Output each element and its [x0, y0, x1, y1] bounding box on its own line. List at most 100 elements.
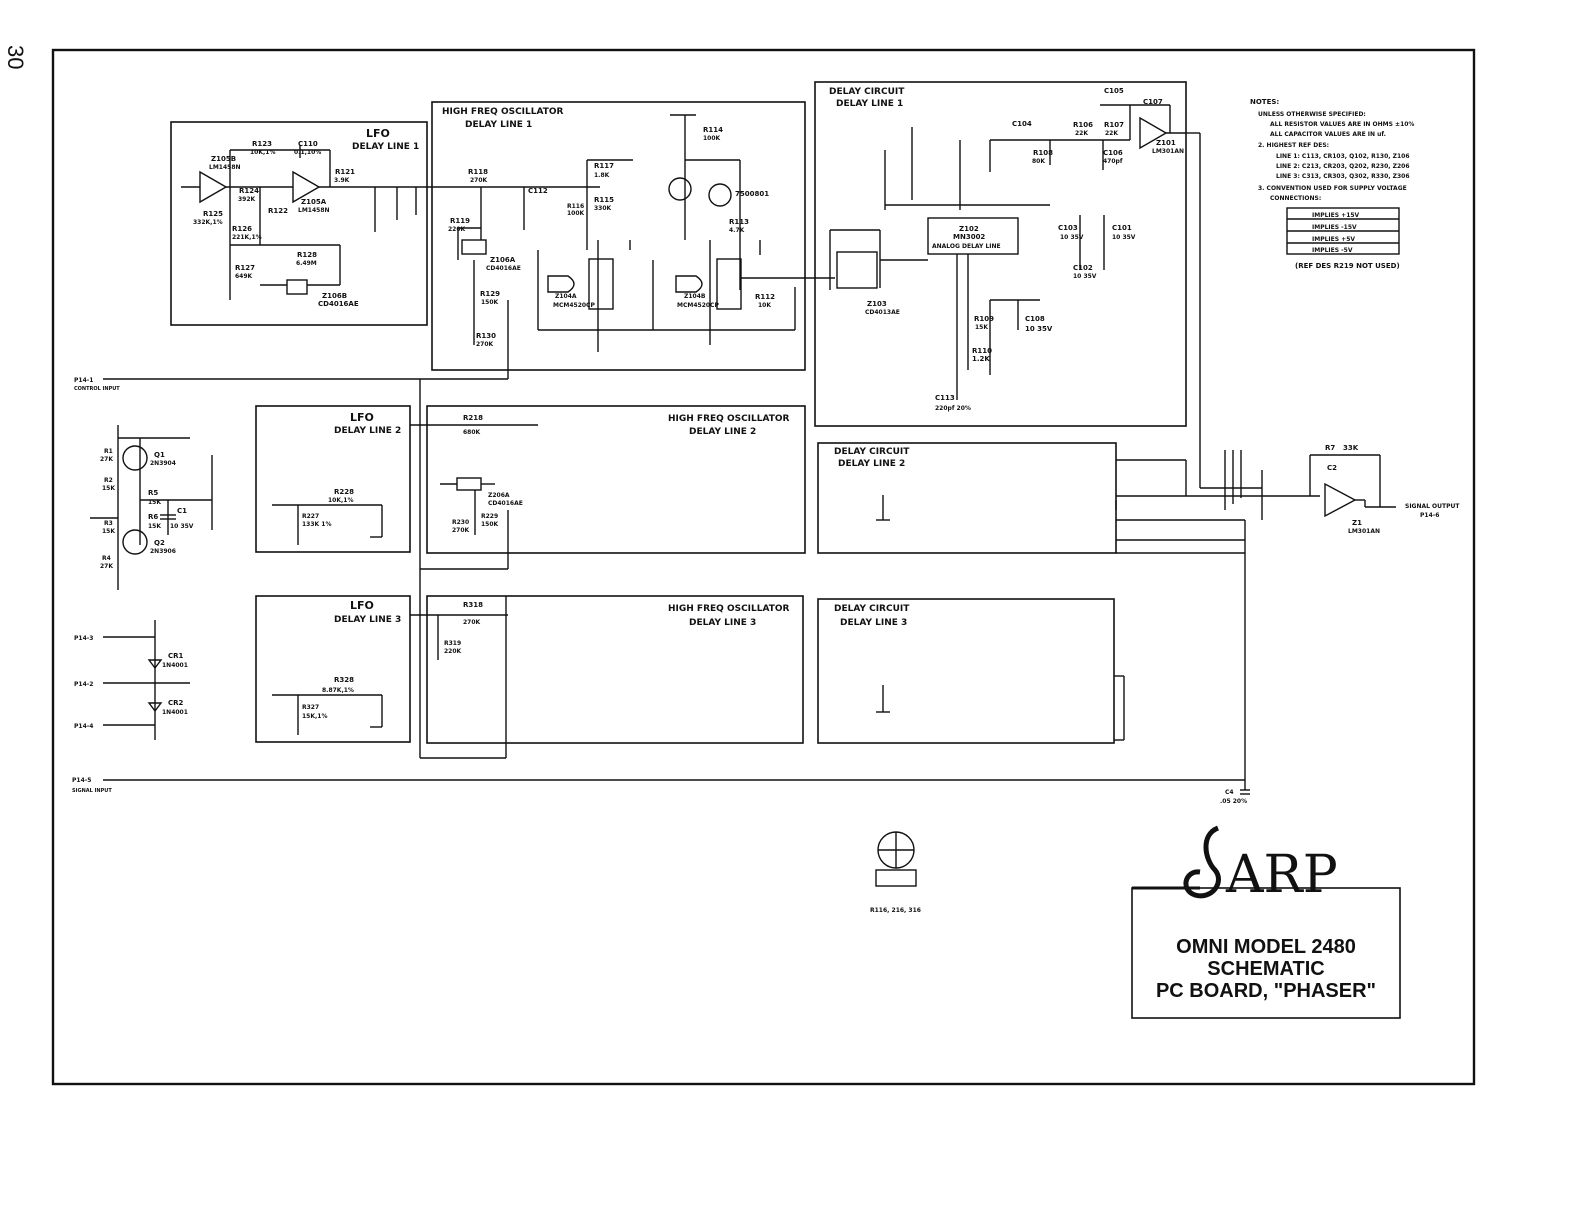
lfo3-block: LFO DELAY LINE 3 — [255, 595, 411, 743]
svg-text:R127: R127 — [235, 264, 255, 272]
dc1-block: DELAY CIRCUIT DELAY LINE 1 — [814, 81, 1187, 427]
svg-text:SIGNAL INPUT: SIGNAL INPUT — [72, 788, 112, 794]
svg-text:R117: R117 — [594, 162, 614, 170]
svg-text:1N4001: 1N4001 — [162, 709, 188, 716]
z104b-chip — [716, 258, 742, 310]
svg-text:10 35V: 10 35V — [1025, 325, 1053, 333]
svg-text:R113: R113 — [729, 218, 749, 226]
svg-text:R118: R118 — [468, 168, 488, 176]
svg-text:100K: 100K — [703, 135, 721, 142]
svg-text:ALL RESISTOR VALUES ARE IN OHM: ALL RESISTOR VALUES ARE IN OHMS ±10% — [1270, 121, 1414, 128]
hfo3-subtitle: DELAY LINE 3 — [689, 618, 756, 628]
svg-text:R128: R128 — [297, 251, 317, 259]
lfo2-block: LFO DELAY LINE 2 — [255, 405, 411, 553]
svg-text:270K: 270K — [470, 177, 488, 184]
title-line-3: PC BOARD, "PHASER" — [1156, 980, 1376, 1002]
svg-text:2. HIGHEST REF DES:: 2. HIGHEST REF DES: — [1258, 142, 1329, 149]
lfo1-subtitle: DELAY LINE 1 — [352, 142, 419, 152]
svg-text:LM301AN: LM301AN — [1348, 528, 1380, 535]
hfo3-block: HIGH FREQ OSCILLATOR DELAY LINE 3 — [426, 595, 804, 744]
notes-heading: NOTES: — [1250, 98, 1279, 106]
svg-text:15K: 15K — [102, 485, 115, 492]
svg-text:22K: 22K — [1075, 130, 1088, 137]
svg-text:Z206A: Z206A — [488, 492, 510, 499]
svg-text:Z103: Z103 — [867, 300, 887, 308]
svg-text:27K: 27K — [100, 456, 113, 463]
svg-text:C108: C108 — [1025, 315, 1045, 323]
svg-text:R116, 216, 316: R116, 216, 316 — [870, 907, 921, 914]
hfo1-block: HIGH FREQ OSCILLATOR DELAY LINE 1 — [431, 101, 806, 371]
z101-opamp — [1139, 116, 1168, 150]
svg-text:270K: 270K — [463, 619, 481, 626]
svg-text:C110: C110 — [298, 140, 318, 148]
svg-text:C106: C106 — [1103, 149, 1123, 157]
svg-text:R115: R115 — [594, 196, 614, 204]
svg-text:R126: R126 — [232, 225, 252, 233]
svg-text:22K: 22K — [1105, 130, 1118, 137]
svg-text:1.8K: 1.8K — [594, 172, 610, 179]
svg-text:CD4016AE: CD4016AE — [488, 500, 523, 507]
svg-text:2N3906: 2N3906 — [150, 548, 176, 555]
svg-text:2N3904: 2N3904 — [150, 460, 176, 467]
svg-text:R328: R328 — [334, 676, 354, 684]
svg-text:Z105B: Z105B — [211, 155, 236, 163]
svg-text:330K: 330K — [594, 205, 612, 212]
svg-text:R116: R116 — [567, 203, 584, 210]
dc2-title: DELAY CIRCUIT — [834, 447, 910, 457]
notes-section: NOTES: UNLESS OTHERWISE SPECIFIED: ALL R… — [1250, 98, 1414, 270]
dc3-block: DELAY CIRCUIT DELAY LINE 3 — [817, 598, 1115, 744]
svg-text:R3: R3 — [104, 520, 113, 527]
svg-text:R129: R129 — [480, 290, 500, 298]
svg-text:Z101: Z101 — [1156, 139, 1176, 147]
page-number: 30 — [3, 45, 28, 69]
svg-text:15K: 15K — [148, 499, 161, 506]
svg-text:C1: C1 — [177, 507, 187, 515]
svg-text:CR1: CR1 — [168, 652, 184, 660]
port-p14-2: P14-2 — [74, 681, 93, 688]
title-block: ARP OMNI MODEL 2480 SCHEMATIC PC BOARD, … — [1131, 825, 1401, 1019]
svg-text:15K,1%: 15K,1% — [302, 713, 327, 720]
port-p14-5: P14-5 — [72, 777, 91, 784]
svg-text:221K,1%: 221K,1% — [232, 234, 262, 241]
bus-wiring — [103, 132, 1396, 790]
lfo1-circuit: R123 10K,1% C110 0.1,10% Z105B LM1458N R… — [181, 140, 425, 308]
lfo2-subtitle: DELAY LINE 2 — [334, 426, 401, 436]
svg-text:10K: 10K — [758, 302, 771, 309]
svg-text:10 35V: 10 35V — [170, 523, 194, 530]
svg-text:R230: R230 — [452, 519, 469, 526]
svg-text:27K: 27K — [100, 563, 113, 570]
svg-text:CD4013AE: CD4013AE — [865, 309, 900, 316]
hfo1-circuit: R118 270K R119 220K Z106A CD4016AE R129 … — [448, 114, 803, 352]
lfo3-subtitle: DELAY LINE 3 — [334, 615, 401, 625]
svg-text:R319: R319 — [444, 640, 461, 647]
svg-text:R6: R6 — [148, 513, 158, 521]
svg-text:680K: 680K — [463, 429, 481, 436]
svg-text:CONNECTIONS:: CONNECTIONS: — [1270, 195, 1321, 202]
svg-text:Z106B: Z106B — [322, 292, 347, 300]
svg-text:220K: 220K — [444, 648, 462, 655]
svg-text:C107: C107 — [1143, 98, 1163, 106]
svg-text:C2: C2 — [1327, 464, 1337, 472]
svg-text:Q2: Q2 — [154, 539, 165, 547]
dc3-subtitle: DELAY LINE 3 — [840, 618, 907, 628]
svg-text:R228: R228 — [334, 488, 354, 496]
svg-text:133K 1%: 133K 1% — [302, 521, 331, 528]
svg-text:R4: R4 — [102, 555, 111, 562]
svg-text:R218: R218 — [463, 414, 483, 422]
svg-text:IMPLIES -5V: IMPLIES -5V — [1312, 247, 1353, 254]
q102-transistor — [668, 177, 692, 201]
svg-text:15K: 15K — [148, 523, 161, 530]
q101-transistor — [708, 183, 732, 207]
q2-transistor — [122, 529, 148, 555]
svg-text:10K,1%: 10K,1% — [250, 149, 275, 156]
svg-text:R109: R109 — [974, 315, 994, 323]
dc2-block: DELAY CIRCUIT DELAY LINE 2 — [817, 442, 1117, 554]
svg-text:R124: R124 — [239, 187, 259, 195]
svg-text:CONTROL INPUT: CONTROL INPUT — [74, 386, 120, 392]
z104a-chip — [588, 258, 614, 310]
clef-logo-icon — [1183, 825, 1221, 899]
svg-text:470pf: 470pf — [1103, 158, 1123, 165]
svg-text:ANALOG DELAY LINE: ANALOG DELAY LINE — [932, 243, 1001, 250]
svg-text:8.87K,1%: 8.87K,1% — [322, 687, 354, 694]
svg-text:Z104A: Z104A — [555, 293, 577, 300]
